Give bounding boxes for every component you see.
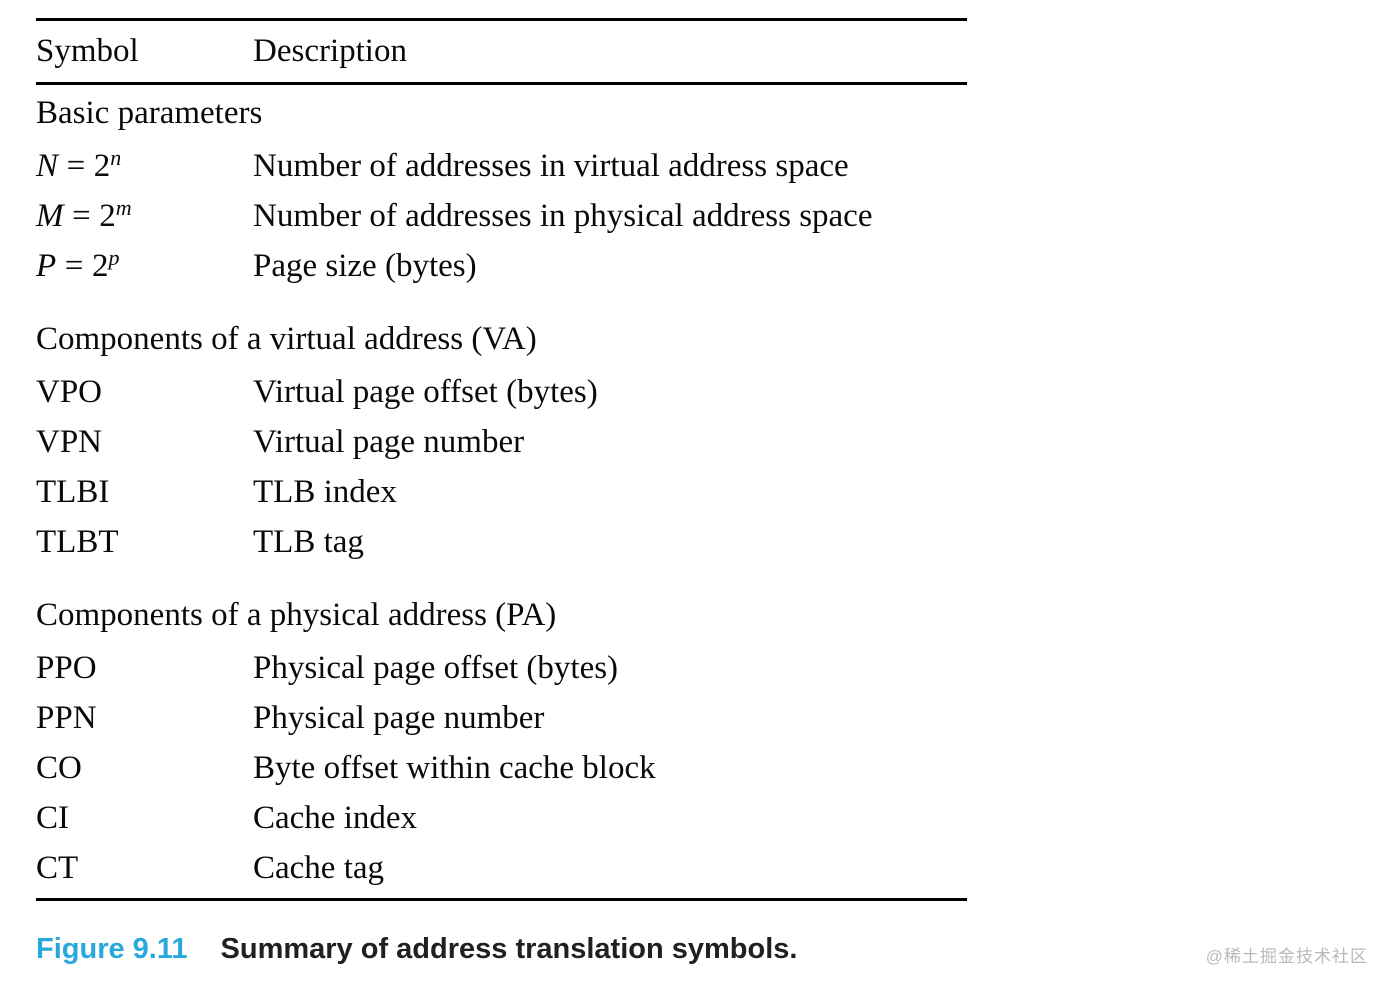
description-cell: Number of addresses in virtual address s… <box>253 147 849 184</box>
symbol-cell: PPO <box>36 649 97 686</box>
description-cell: Cache tag <box>253 849 385 886</box>
figure-number: Figure 9.11 <box>36 933 188 965</box>
table-row: VPO Virtual page offset (bytes) <box>36 367 967 417</box>
column-header-symbol: Symbol <box>36 33 139 69</box>
math-base: 2 <box>99 197 116 234</box>
table-row: N=2n Number of addresses in virtual addr… <box>36 141 967 191</box>
math-base: 2 <box>91 247 109 284</box>
description-cell: Cache index <box>253 799 418 836</box>
section-heading-physical-address: Components of a physical address (PA) <box>36 596 557 633</box>
math-equals: = <box>66 147 86 184</box>
table-row: TLBI TLB index <box>36 467 967 517</box>
symbol-cell: P=2p <box>36 246 253 284</box>
column-header-description: Description <box>253 33 407 69</box>
math-variable: N <box>36 147 59 184</box>
table-top-rule <box>36 18 967 21</box>
table-row: PPO Physical page offset (bytes) <box>36 643 967 693</box>
math-base: 2 <box>93 147 111 184</box>
symbol-cell: TLBT <box>36 523 119 560</box>
math-exponent: m <box>115 194 132 220</box>
math-equals: = <box>64 247 84 284</box>
math-exponent: n <box>110 144 122 170</box>
math-exponent: p <box>108 244 120 270</box>
symbol-cell: VPN <box>36 423 103 460</box>
table-row: TLBT TLB tag <box>36 517 967 567</box>
description-cell: TLB index <box>253 473 397 510</box>
table-row: CT Cache tag <box>36 843 967 893</box>
section-heading-virtual-address: Components of a virtual address (VA) <box>36 320 537 357</box>
symbol-cell: PPN <box>36 699 97 736</box>
description-cell: Virtual page offset (bytes) <box>253 373 598 410</box>
table-row: P=2p Page size (bytes) <box>36 241 967 291</box>
symbol-cell: CI <box>36 799 69 836</box>
watermark: @稀土掘金技术社区 <box>1205 947 1368 966</box>
description-cell: Byte offset within cache block <box>253 749 656 786</box>
table-row: M=2m Number of addresses in physical add… <box>36 191 967 241</box>
math-variable: P <box>36 247 57 284</box>
symbol-cell: TLBI <box>36 473 110 510</box>
symbol-cell: CO <box>36 749 82 786</box>
description-cell: Page size (bytes) <box>253 247 477 284</box>
symbol-cell: N=2n <box>36 146 253 184</box>
description-cell: TLB tag <box>253 523 364 560</box>
table-bottom-rule <box>36 898 967 901</box>
description-cell: Physical page offset (bytes) <box>253 649 619 686</box>
table-row: PPN Physical page number <box>36 693 967 743</box>
description-cell: Number of addresses in physical address … <box>253 197 873 234</box>
symbol-cell: CT <box>36 849 79 886</box>
table-header-row: Symbol Description <box>36 21 967 82</box>
description-cell: Physical page number <box>253 699 545 736</box>
address-translation-symbols-table: Symbol Description Basic parameters N=2n… <box>36 18 967 901</box>
section-heading-basic-parameters: Basic parameters <box>36 94 263 131</box>
table-row: CI Cache index <box>36 793 967 843</box>
figure-caption: Figure 9.11 Summary of address translati… <box>36 931 797 967</box>
math-variable: M <box>36 197 64 234</box>
table-row: CO Byte offset within cache block <box>36 743 967 793</box>
table-row: VPN Virtual page number <box>36 417 967 467</box>
table-header-rule <box>36 82 967 85</box>
symbol-cell: M=2m <box>36 196 253 234</box>
description-cell: Virtual page number <box>253 423 525 460</box>
math-equals: = <box>72 197 91 234</box>
symbol-cell: VPO <box>36 373 103 410</box>
figure-caption-text: Summary of address translation symbols. <box>220 933 798 965</box>
